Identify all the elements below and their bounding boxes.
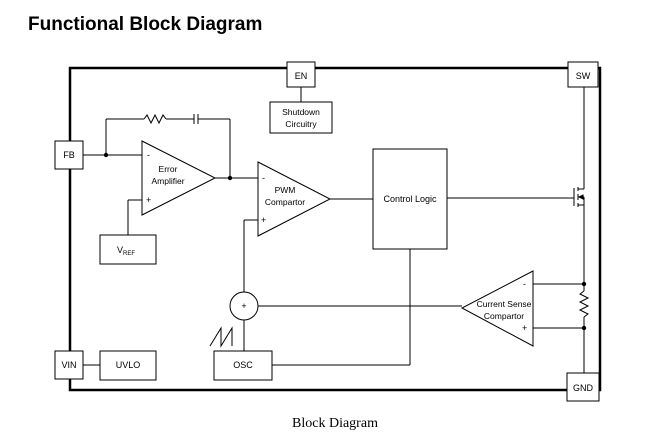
- pwm-label-2: Compartor: [265, 197, 305, 207]
- control-logic-label: Control Logic: [383, 194, 437, 204]
- pwm-plus: +: [261, 215, 266, 225]
- current-sense-minus: -: [523, 279, 526, 289]
- current-sense-label-2: Compartor: [484, 311, 524, 321]
- current-sense-label-1: Current Sense: [477, 299, 532, 309]
- pin-gnd-label: GND: [573, 383, 594, 393]
- error-amp-label-1: Error: [159, 164, 178, 174]
- feedback-resistor: [143, 113, 167, 125]
- sense-resistor: [578, 290, 590, 318]
- error-amplifier-triangle: [141, 140, 217, 216]
- summing-node-label: +: [241, 301, 246, 311]
- pwm-comparator-triangle: [257, 161, 332, 237]
- diagram-heading: Functional Block Diagram: [28, 14, 263, 35]
- uvlo-label: UVLO: [116, 360, 141, 370]
- pin-en-box: [286, 61, 316, 88]
- pin-en-label: EN: [295, 71, 308, 81]
- diagram-caption: Block Diagram: [292, 416, 378, 431]
- pin-vin-label: VIN: [61, 360, 76, 370]
- current-sense-comparator-triangle: [460, 270, 534, 347]
- ramp-waveform: [209, 326, 233, 348]
- osc-label: OSC: [233, 360, 253, 370]
- chip-outline: [68, 66, 602, 392]
- vref-block: [99, 234, 157, 265]
- shutdown-label-1: Shutdown: [282, 107, 320, 117]
- current-sense-plus: +: [522, 323, 527, 333]
- shutdown-label-2: Circuitry: [285, 119, 317, 129]
- pin-sw-label: SW: [576, 71, 591, 81]
- pin-fb-label: FB: [63, 150, 75, 160]
- pwm-minus: -: [262, 173, 265, 183]
- error-amp-plus: +: [146, 195, 151, 205]
- pin-sw-box: [567, 61, 599, 88]
- error-amp-label-2: Amplifier: [151, 176, 184, 186]
- error-amp-minus: -: [147, 150, 150, 160]
- pwm-label-1: PWM: [275, 185, 296, 195]
- vref-label: VREF: [117, 245, 135, 257]
- pin-gnd-box: [566, 372, 600, 402]
- power-mosfet: [573, 187, 585, 207]
